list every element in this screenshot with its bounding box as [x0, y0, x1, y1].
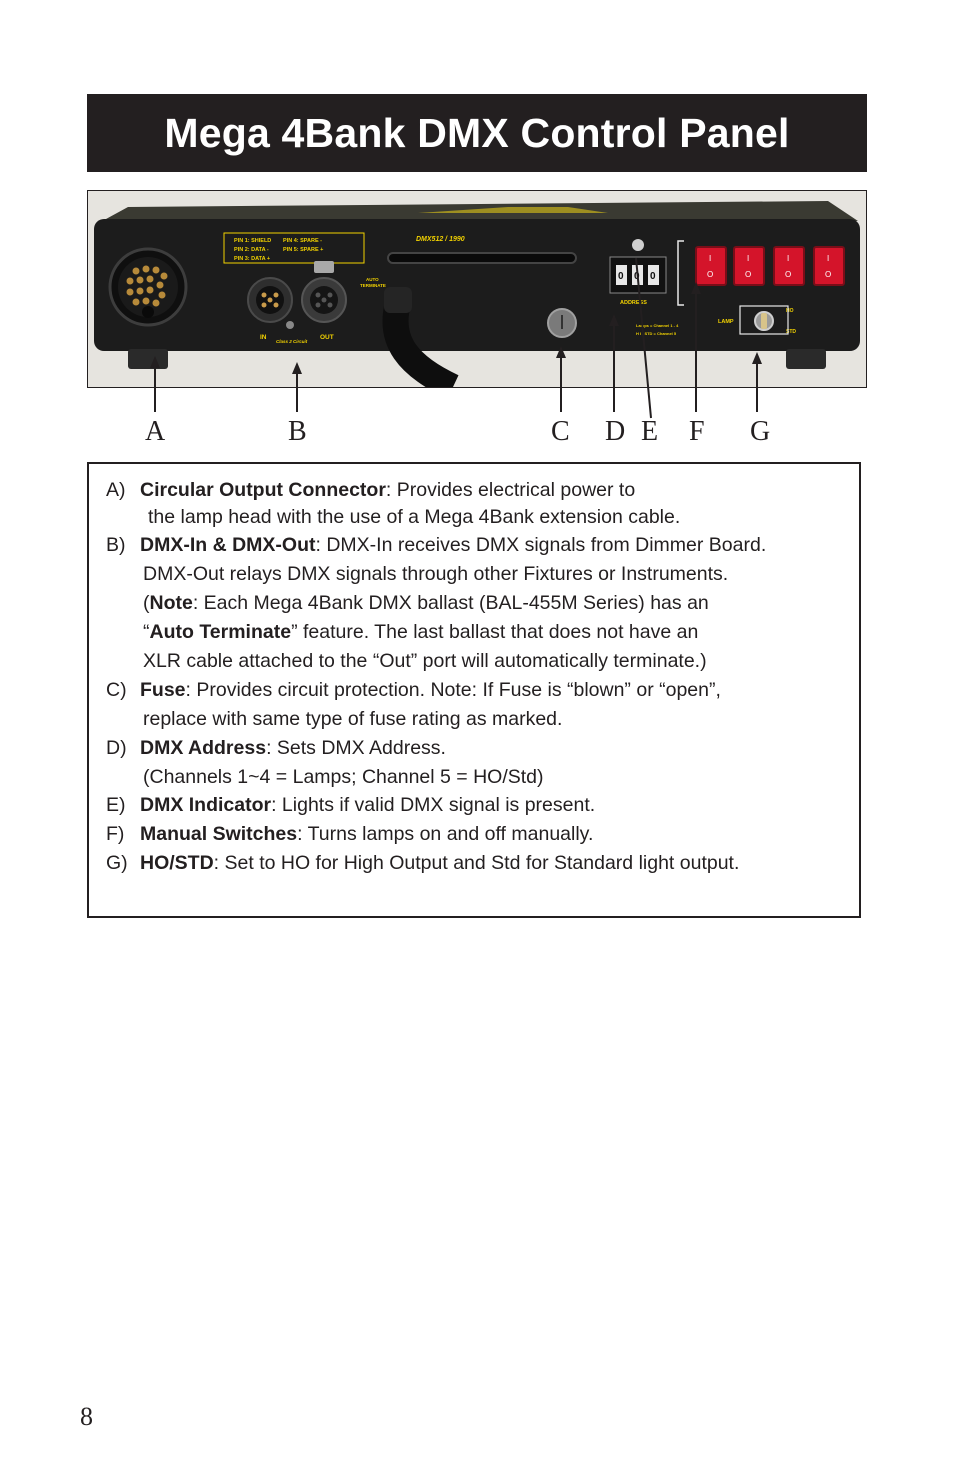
description-box: A)Circular Output Connector: Provides el… — [87, 462, 861, 918]
address-digit-3: 0 — [650, 271, 656, 282]
lamp-label: LAMP — [718, 319, 734, 325]
pin-legend-1: PIN 1: SHIELD — [234, 238, 271, 244]
control-panel-photo: PIN 1: SHIELD PIN 2: DATA - PIN 3: DATA … — [87, 190, 867, 388]
auto-terminate-2: TERMINATE — [360, 283, 386, 288]
item-d: D)DMX Address: Sets DMX Address. (Channe… — [106, 737, 544, 788]
title-bar: Mega 4Bank DMX Control Panel — [87, 94, 867, 172]
switch-3-on: I — [787, 254, 789, 263]
note-line: (Note: Each Mega 4Bank DMX ballast (BAL-… — [143, 592, 709, 614]
manual-switches — [695, 246, 845, 286]
item-b: B)DMX-In & DMX-Out: DMX-In receives DMX … — [106, 531, 851, 676]
switch-1-off: O — [707, 270, 713, 279]
switch-4-on: I — [827, 254, 829, 263]
auto-terminate-line: “Auto Terminate” feature. The last balla… — [143, 621, 699, 643]
item-e: E)DMX Indicator: Lights if valid DMX sig… — [106, 794, 596, 816]
out-label: OUT — [320, 334, 334, 341]
switch-2-off: O — [745, 270, 751, 279]
pin-legend-5: PIN 5: SPARE + — [283, 247, 323, 253]
ho-label: HO — [786, 308, 794, 314]
address-label: ADDRESS — [620, 300, 647, 306]
item-f: F)Manual Switches: Turns lamps on and of… — [106, 823, 594, 845]
switch-2-on: I — [747, 254, 749, 263]
address-digit-1: 0 — [618, 271, 624, 282]
callout-e: E — [641, 416, 659, 447]
page-number: 8 — [80, 1402, 93, 1431]
item-g: G)HO/STD: Set to HO for High Output and … — [106, 852, 740, 874]
page-title: Mega 4Bank DMX Control Panel — [164, 109, 790, 156]
item-c: C)Fuse: Provides circuit protection. Not… — [106, 679, 721, 730]
switch-1-on: I — [709, 254, 711, 263]
control-panel-illustration: PIN 1: SHIELD PIN 2: DATA - PIN 3: DATA … — [88, 191, 866, 387]
pin-legend-2: PIN 2: DATA - — [234, 247, 269, 253]
pin-legend-3: PIN 3: DATA + — [234, 256, 270, 262]
callout-c: C — [551, 416, 570, 447]
std-label: STD — [786, 329, 796, 335]
address-digit-2: 0 — [634, 271, 640, 282]
dmx-label: DMX512 / 1990 — [416, 236, 465, 243]
callout-g: G — [750, 416, 771, 447]
lamps-note-1: Lamps = Channel 1 - 4 — [636, 323, 679, 328]
in-label: IN — [260, 334, 267, 341]
item-a: A)Circular Output Connector: Provides el… — [106, 479, 681, 528]
pin-legend-4: PIN 4: SPARE - — [283, 238, 322, 244]
lamps-note-2: H I / STD = Channel 5 — [636, 331, 677, 336]
switch-4-off: O — [825, 270, 831, 279]
auto-terminate-1: AUTO — [366, 277, 379, 282]
callout-b: B — [288, 416, 307, 447]
class2-label: Class 2 Circuit — [276, 339, 308, 344]
callout-a: A — [145, 416, 166, 447]
callout-f: F — [689, 416, 705, 447]
callout-d: D — [605, 416, 626, 447]
switch-3-off: O — [785, 270, 791, 279]
